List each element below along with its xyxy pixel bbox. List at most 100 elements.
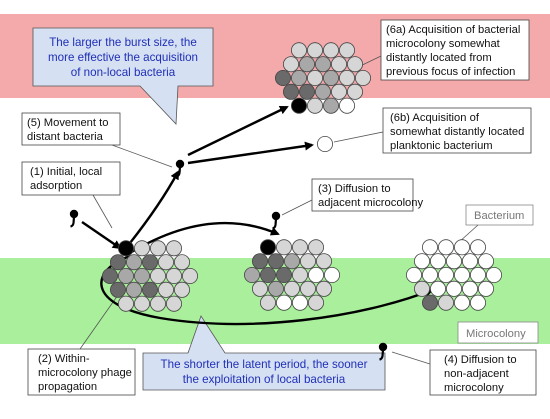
bacterium-cell-icon [469,266,486,283]
bacterium-cell-icon [315,253,332,270]
bacterium-cell-icon [413,280,430,297]
label-within-box [27,348,136,396]
bacterium-cell-icon [141,281,158,298]
bacterium-cell-icon [322,70,339,87]
label-bacterium-box [465,204,534,226]
bacterium-cell-icon [322,42,339,59]
bacterium-cell-icon [437,266,454,283]
label-6b-line1: (6b) Acquisition of [390,112,480,124]
bacterium-cell-icon [314,83,331,100]
bacterium-cell-icon [421,294,438,311]
bacterium-cell-icon [283,253,300,270]
bacterium-cell-icon [307,294,324,311]
bacterium-cell-icon [291,239,308,256]
label-nonadjacent-pointer [391,351,431,365]
label-movement-box [21,112,121,146]
bacterium-cell-icon [306,42,323,59]
label-movement-pointer [111,144,173,168]
label-initial-line2: adsorption [30,180,82,192]
bacterium-cell-icon [165,240,182,257]
label-adjacent-pointer [281,199,313,216]
label-within-line3: propagation [38,381,97,393]
bacterium-cell-icon [165,267,182,284]
bacterium-cell-icon [453,266,470,283]
phage-icon-initial [69,209,79,228]
label-within-pointer [79,294,119,350]
label-movement-line1: (5) Movement to [27,117,108,129]
arrow-to-adjacent [129,221,280,255]
label-initial-box [21,161,121,196]
bacterium-cell-icon [133,240,150,257]
bacterium-cell-icon [346,83,363,100]
label-nonadjacent-line1: (4) Diffusion to [444,354,517,366]
label-initial-line1: (1) Initial, local [30,166,102,178]
bacterium-cell-icon [282,83,299,100]
label-adjacent-line1: (3) Diffusion to [318,183,391,195]
bacterium-cell-icon [118,267,135,284]
bacterium-cell-icon [429,280,446,297]
bacterium-cell-icon [315,280,332,297]
bacterium-cell-icon [421,266,438,283]
bacterium-cell-icon [243,266,260,283]
phage-icon-movement [175,159,185,178]
bacterium-cell-icon [141,254,158,271]
bacterium-cell-icon [346,56,363,73]
bacterium-cell-icon [110,281,127,298]
bacterium-cell-icon [118,240,135,257]
bacterium-cell-icon [126,281,143,298]
label-movement-line2: distant bacteria [27,131,104,143]
bacterium-cell-icon [477,280,494,297]
bacterium-cell-icon [330,56,347,73]
bacterium-cell-icon [290,42,307,59]
bacterium-cell-icon [323,266,340,283]
bacterium-cell-icon [275,239,292,256]
bacterium-cell-icon [298,83,315,100]
bacterium-cell-icon [181,267,198,284]
bacterium-cell-icon [149,267,166,284]
label-6a-box [380,19,530,81]
callout-latent-line2: the exploitation of local bacteria [183,373,346,386]
label-6b-pointer [333,131,384,143]
bacterium-cell-icon [126,254,143,271]
bacterium-cell-icon [453,239,470,256]
bacterium-cell-icon [290,97,307,114]
bacterium-cell-icon [118,295,135,312]
label-nonadjacent-box [429,349,537,396]
bacterium-cell-icon [314,56,331,73]
phage-icon-adjacent [271,211,281,230]
bacterium-cell-icon [298,56,315,73]
bacterium-cell-icon [485,266,502,283]
label-6a-line1: (6a) Acquisition of bacterial [386,24,520,36]
bacterium-cell-icon [338,42,355,59]
bacterium-cell-icon [445,280,462,297]
label-6a-line4: previous focus of infection [386,66,515,78]
bacterium-cell-icon [290,70,307,87]
bacterium-cell-icon [477,253,494,270]
arrow-to-6b [187,141,314,165]
bacterium-cell-icon [149,240,166,257]
label-initial-pointer [92,194,113,229]
label-6b-line3: planktonic bacterium [390,140,493,152]
bacterium-cell-icon [338,70,355,87]
bacterium-cell-icon [437,239,454,256]
callout-burst-line1: The larger the burst size, the [49,36,197,49]
label-nonadjacent-line3: microcolony [444,382,504,394]
bacterium-cell-icon [133,295,150,312]
bacterium-cell-icon [291,294,308,311]
bacterium-cell-icon [157,254,174,271]
bacterium-cell-icon [405,266,422,283]
microcolony-initial [102,240,198,312]
bacterium-cell-icon [299,280,316,297]
callout-latent-bubble [142,315,386,391]
label-6b-line2: somewhat distantly located [390,126,524,138]
label-6b-box [382,107,532,154]
bacterium-cell-icon [469,294,486,311]
bacterium-cell-icon [306,70,323,87]
bacterium-cell-icon [338,97,355,114]
phages-layer [69,159,388,361]
phage-icon-nonadjacent [378,342,388,361]
bacterium-cell-icon [173,281,190,298]
bacterium-cell-icon [445,253,462,270]
